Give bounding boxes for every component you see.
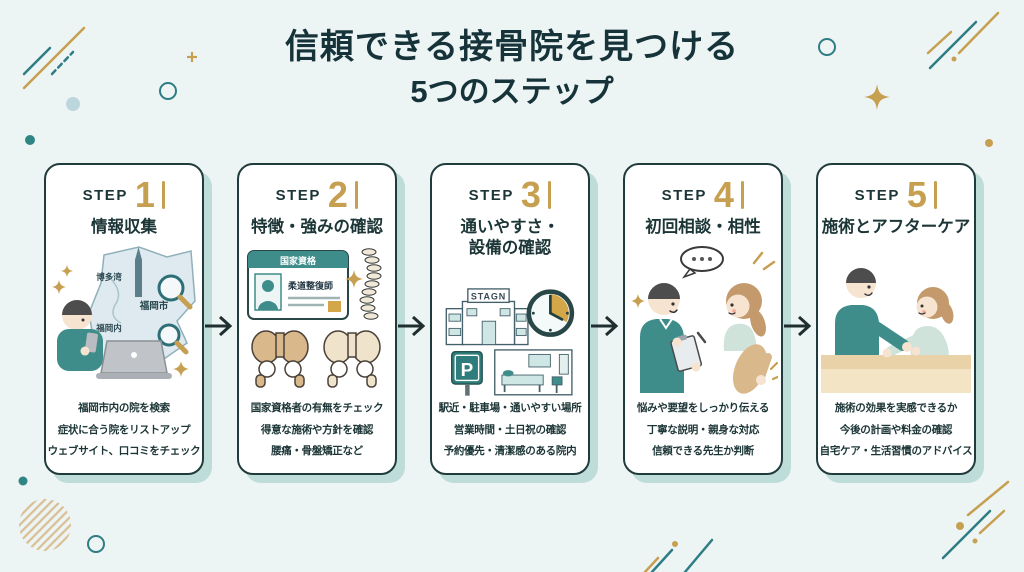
arrow-icon — [202, 313, 236, 339]
emphasis-line — [752, 252, 764, 265]
step-5-description: 施術の効果を実感できるか 今後の計画や料金の確認 自宅ケア・生活習慣のアドバイス — [819, 402, 973, 458]
step-card-1: STEP 1 情報収集 博多湾 福岡市 福岡内 — [44, 163, 204, 475]
step-2-header: STEP 2 — [276, 177, 359, 213]
license-and-bones-illustration: 国家資格 柔道整復師 — [247, 248, 382, 389]
step-card-2: STEP 2 特徴・強みの確認 国家資格 柔道整復師 — [237, 163, 397, 475]
step-card-4: STEP 4 初回相談・相性 — [623, 163, 783, 475]
person-with-phone — [57, 300, 103, 372]
step-number: 2 — [327, 174, 348, 215]
decor-bottom-left — [18, 476, 105, 553]
step-bar — [740, 181, 745, 209]
license-card-icon: 国家資格 柔道整復師 — [247, 250, 349, 321]
step-number: 5 — [906, 174, 927, 215]
step-4-header: STEP 4 — [662, 177, 745, 213]
sparkle-icon — [345, 270, 363, 289]
arrow-icon — [781, 313, 815, 339]
step-4-description: 悩みや要望をしっかり伝える 丁寧な説明・親身な対応 信頼できる先生か判断 — [636, 402, 770, 458]
pelvis-icon — [251, 330, 309, 389]
tower-icon — [135, 259, 142, 298]
step-label: STEP — [468, 186, 514, 204]
step-bar — [933, 181, 938, 209]
map-label-bay: 博多湾 — [96, 272, 122, 282]
step-number: 3 — [520, 174, 541, 215]
step-number: 1 — [134, 174, 155, 215]
arrow-icon — [395, 313, 429, 339]
step-bar — [354, 181, 359, 209]
clinic-building-icon: STAGN — [445, 288, 529, 346]
treatment-room-icon — [494, 349, 573, 396]
phone-icon — [84, 333, 98, 353]
sparkle-icon — [173, 361, 189, 378]
sparkle-icon — [61, 265, 73, 278]
patient-figure — [910, 287, 954, 358]
license-title-label: 柔道整復師 — [287, 280, 333, 291]
step-3-description: 駅近・駐車場・通いやすい場所 営業時間・土日祝の確認 予約優先・清潔感のある院内 — [438, 402, 582, 458]
step-label: STEP — [275, 186, 321, 204]
decor-bottom-middle — [643, 538, 714, 572]
license-header-label: 国家資格 — [280, 255, 317, 266]
step-2-description: 国家資格者の有無をチェック 得意な施術や方針を確認 腰痛・骨盤矯正など — [250, 402, 384, 458]
laptop-icon — [96, 340, 172, 380]
speech-bubble-icon — [680, 246, 724, 280]
step-3-header: STEP 3 — [469, 177, 552, 213]
step-3-illustration: STAGN P — [432, 260, 588, 399]
clock-icon — [526, 289, 575, 337]
map-label-area: 福岡内 — [95, 323, 122, 333]
step-card-5: STEP 5 施術とアフターケア — [816, 163, 976, 475]
step-1-header: STEP 1 — [83, 177, 166, 213]
sparkle-icon — [631, 294, 645, 309]
title-line-2: 5つのステップ — [410, 73, 614, 109]
clinic-facility-illustration: STAGN P — [445, 288, 575, 396]
magnifier-icon — [157, 274, 193, 310]
step-2-heading: 特徴・強みの確認 — [251, 218, 383, 236]
parking-sign-icon: P — [451, 350, 483, 396]
step-1-heading: 情報収集 — [91, 218, 157, 236]
treatment-hands — [867, 319, 922, 358]
table-surface — [821, 355, 971, 370]
step-bar — [161, 181, 166, 209]
decor-bottom-right — [941, 480, 1010, 560]
step-5-header: STEP 5 — [855, 177, 938, 213]
step-card-3: STEP 3 通いやすさ・ 設備の確認 STAGN — [430, 163, 590, 475]
step-label: STEP — [854, 186, 900, 204]
step-3-heading: 通いやすさ・ 設備の確認 — [460, 218, 560, 258]
step-2-illustration: 国家資格 柔道整復師 — [239, 238, 395, 398]
map-search-illustration: 博多湾 福岡市 福岡内 — [52, 246, 196, 380]
back-pain-figure — [733, 344, 778, 395]
title-line-1: 信頼できる接骨院を見つける — [284, 28, 740, 66]
step-label: STEP — [82, 186, 128, 204]
treatment-illustration — [821, 268, 971, 394]
map-label-city: 福岡市 — [139, 300, 169, 312]
step-5-heading: 施術とアフターケア — [821, 218, 971, 236]
step-bar — [547, 181, 552, 209]
building-sign-label: STAGN — [471, 292, 506, 302]
practitioner-figure — [640, 283, 707, 394]
sparkle-icon — [52, 280, 66, 295]
table-front — [821, 369, 971, 394]
consultation-illustration — [631, 246, 778, 395]
magnifier-icon — [157, 323, 189, 355]
spine-icon — [359, 248, 382, 321]
step-1-description: 福岡市内の院を検索 症状に合う院をリストアップ ウェブサイト、口コミをチェック — [47, 402, 201, 458]
step-1-illustration: 博多湾 福岡市 福岡内 — [46, 238, 202, 398]
patient-figure — [723, 283, 766, 352]
pelvis-icon — [323, 330, 381, 389]
arrow-icon — [588, 313, 622, 339]
pen-icon — [696, 332, 707, 344]
step-number: 4 — [713, 174, 734, 215]
step-5-illustration — [818, 238, 974, 398]
parking-letter-label: P — [461, 359, 474, 380]
emphasis-line — [762, 261, 776, 271]
step-label: STEP — [661, 186, 707, 204]
step-4-heading: 初回相談・相性 — [645, 218, 761, 236]
step-4-illustration — [625, 238, 781, 398]
therapist-figure — [835, 268, 879, 358]
infographic-title: 信頼できる接骨院を見つける 5つのステップ — [0, 26, 1024, 111]
